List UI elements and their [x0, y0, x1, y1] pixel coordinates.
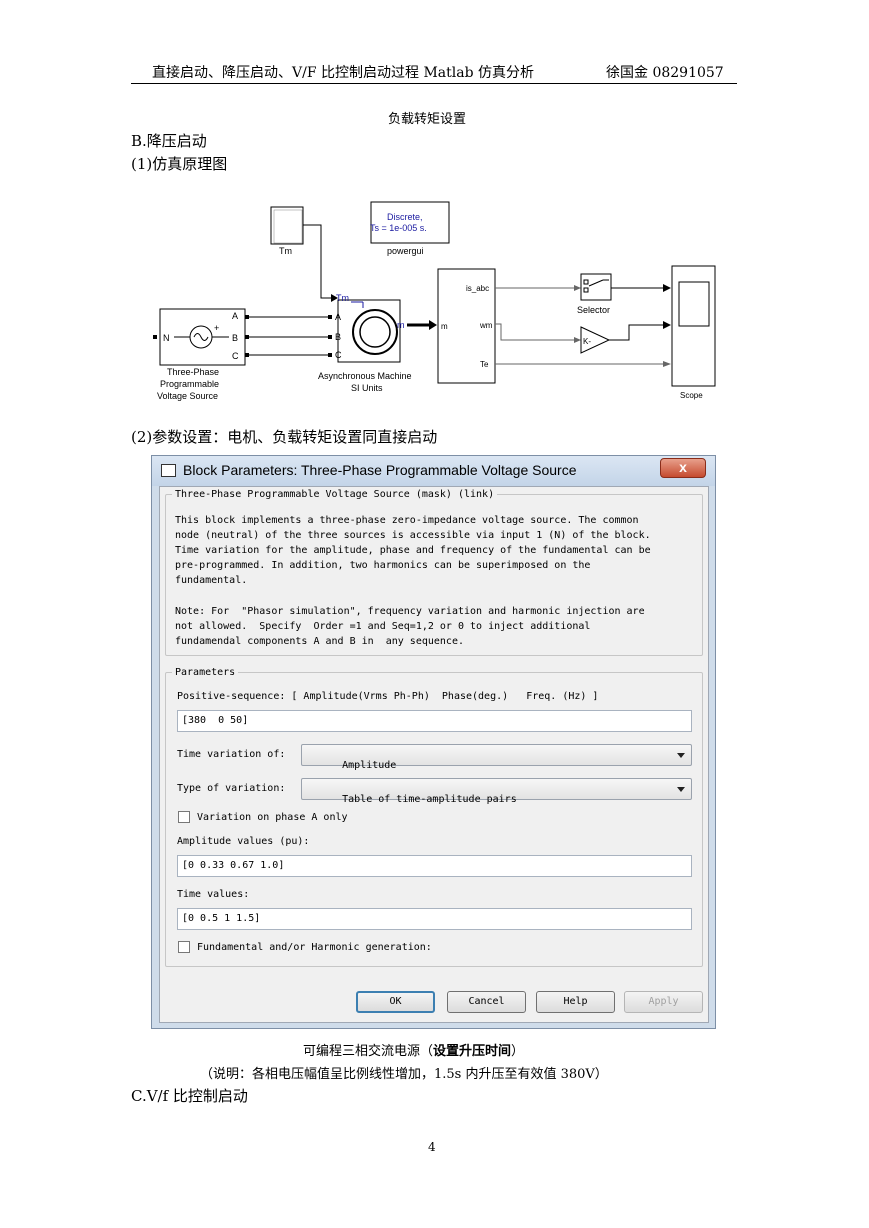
parameters-legend: Parameters	[172, 667, 239, 678]
header-title: 直接启动、降压启动、V/F 比控制启动过程 Matlab 仿真分析	[152, 65, 534, 81]
caption-voltage-source: 可编程三相交流电源（设置升压时间）	[303, 1040, 524, 1059]
powergui-label: powergui	[387, 246, 424, 256]
bus-selector-block	[437, 268, 496, 384]
apply-button[interactable]: Apply	[624, 991, 703, 1013]
machine-port-a: A	[335, 312, 341, 322]
svg-text:+: +	[214, 323, 219, 333]
gain-block	[580, 326, 611, 354]
close-button[interactable]: x	[660, 458, 706, 478]
tm-block	[270, 206, 304, 245]
caption-voltage-source-end: ）	[511, 1044, 525, 1059]
bus-selector-te: Te	[480, 360, 489, 369]
amplitude-values-input[interactable]: [0 0.33 0.67 1.0]	[177, 855, 692, 877]
harmonic-generation-label: Fundamental and/or Harmonic generation:	[197, 942, 432, 953]
close-icon: x	[679, 459, 687, 475]
machine-label-2: SI Units	[351, 383, 383, 393]
time-values-input[interactable]: [0 0.5 1 1.5]	[177, 908, 692, 930]
page-number: 4	[428, 1140, 436, 1154]
source-port-a: A	[232, 311, 238, 321]
machine-label-1: Asynchronous Machine	[318, 371, 412, 381]
time-values-label: Time values:	[177, 889, 250, 900]
ok-button[interactable]: OK	[356, 991, 435, 1013]
machine-port-m: m	[397, 320, 405, 330]
bus-selector-is: is_abc	[466, 284, 489, 293]
caption-voltage-source-text: 可编程三相交流电源（	[303, 1044, 434, 1059]
type-variation-value: Table of time-amplitude pairs	[342, 794, 517, 805]
machine-port-b: B	[335, 332, 341, 342]
simulink-diagram: Tm Discrete, Ts = 1e-005 s. powergui N +…	[131, 196, 751, 408]
header-author: 徐国金 08291057	[606, 65, 724, 81]
amplitude-values-label: Amplitude values (pu):	[177, 836, 310, 847]
cancel-button[interactable]: Cancel	[447, 991, 526, 1013]
caption-load-torque: 负载转矩设置	[388, 112, 467, 127]
tm-block-label: Tm	[279, 246, 292, 256]
explanation-note: （说明：各相电压幅值呈比例线性增加，1.5s 内升压至有效值 380V）	[200, 1067, 608, 1082]
desc-line-1: This block implements a three-phase zero…	[175, 515, 639, 526]
parameters-group	[165, 672, 703, 967]
gain-label: K-	[583, 337, 591, 346]
powergui-block	[370, 201, 450, 244]
source-label-3: Voltage Source	[157, 391, 218, 401]
note-line-1: Note: For "Phasor simulation", frequency…	[175, 606, 645, 617]
chevron-down-icon	[677, 753, 685, 758]
scope-label: Scope	[680, 391, 703, 400]
desc-line-3: Time variation for the amplitude, phase …	[175, 545, 651, 556]
section-c-heading: C.V/f 比控制启动	[131, 1087, 248, 1105]
mask-legend: Three-Phase Programmable Voltage Source …	[172, 489, 498, 500]
section-b-heading: B.降压启动	[131, 132, 207, 150]
phase-a-only-label: Variation on phase A only	[197, 812, 348, 823]
desc-line-2: node (neutral) of the three sources is a…	[175, 530, 651, 541]
dialog-titlebar[interactable]: Block Parameters: Three-Phase Programmab…	[152, 456, 715, 486]
positive-sequence-label: Positive-sequence: [ Amplitude(Vrms Ph-P…	[177, 691, 599, 702]
time-variation-value: Amplitude	[342, 760, 397, 771]
simulink-icon	[161, 464, 176, 477]
subsection-1: (1)仿真原理图	[131, 155, 228, 173]
subsection-2: (2)参数设置：电机、负载转矩设置同直接启动	[131, 428, 438, 446]
harmonic-generation-checkbox[interactable]	[178, 941, 190, 953]
desc-line-4: pre-programmed. In addition, two harmoni…	[175, 560, 591, 571]
dialog-title: Block Parameters: Three-Phase Programmab…	[183, 462, 577, 478]
bus-selector-in: m	[441, 322, 448, 331]
powergui-line-1: Discrete,	[387, 212, 423, 222]
caption-voltage-source-bold: 设置升压时间	[433, 1044, 512, 1059]
phase-a-only-checkbox[interactable]	[178, 811, 190, 823]
selector-block	[580, 273, 612, 301]
time-variation-label: Time variation of:	[177, 749, 286, 760]
source-label-2: Programmable	[160, 379, 219, 389]
note-line-2: not allowed. Specify Order =1 and Seq=1,…	[175, 621, 591, 632]
time-variation-select[interactable]: Amplitude	[301, 744, 692, 771]
machine-port-tm: Tm	[336, 293, 349, 303]
block-parameters-dialog: Block Parameters: Three-Phase Programmab…	[151, 455, 716, 1029]
powergui-line-2: Ts = 1e-005 s.	[370, 223, 427, 233]
header-rule	[131, 83, 737, 84]
note-line-3: fundamendal components A and B in any se…	[175, 636, 464, 647]
dialog-body: Three-Phase Programmable Voltage Source …	[159, 486, 709, 1023]
source-label-1: Three-Phase	[167, 367, 219, 377]
type-variation-select[interactable]: Table of time-amplitude pairs	[301, 778, 692, 805]
source-port-c: C	[232, 351, 239, 361]
bus-selector-wm: wm	[479, 321, 493, 330]
chevron-down-icon	[677, 787, 685, 792]
positive-sequence-input[interactable]: [380 0 50]	[177, 710, 692, 732]
source-port-n: N	[163, 333, 170, 343]
help-button[interactable]: Help	[536, 991, 615, 1013]
desc-line-5: fundamental.	[175, 575, 248, 586]
type-variation-label: Type of variation:	[177, 783, 286, 794]
source-port-b: B	[232, 333, 238, 343]
selector-label: Selector	[577, 305, 610, 315]
machine-port-c: C	[335, 350, 342, 360]
